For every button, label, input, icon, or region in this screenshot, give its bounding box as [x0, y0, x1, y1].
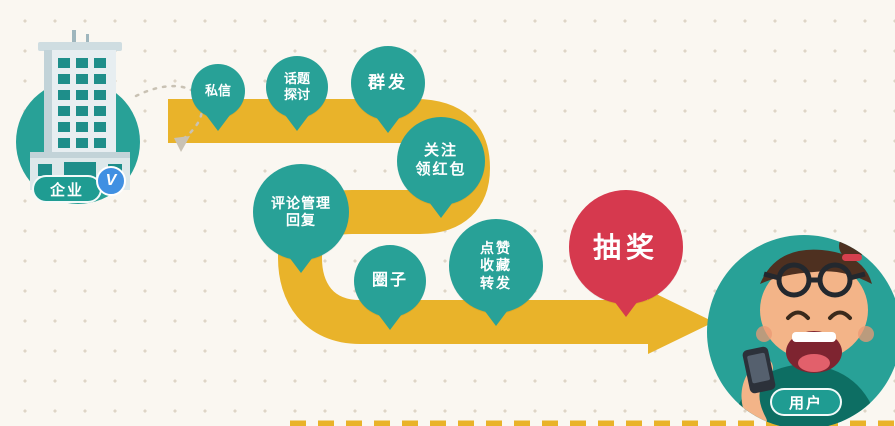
- pin-label: 评论管理 回复: [271, 194, 331, 229]
- verified-badge-icon: V: [96, 166, 126, 196]
- pin-circles: 圈子: [354, 245, 426, 317]
- pin-label: 群发: [368, 73, 408, 93]
- enterprise-label: 企业: [32, 175, 102, 203]
- pin-like-favorite-forward: 点赞 收藏 转发: [449, 219, 543, 313]
- pin-label: 关注 领红包: [415, 142, 467, 178]
- pin-label: 点赞 收藏 转发: [480, 239, 512, 291]
- pin-private-message: 私信: [191, 64, 245, 118]
- pin-label: 私信: [204, 82, 231, 98]
- pin-topic-discussion: 话题 探讨: [266, 56, 328, 118]
- user-label: 用户: [770, 388, 842, 416]
- pin-mass-send: 群发: [351, 46, 425, 120]
- pin-label: 圈子: [371, 272, 408, 289]
- pin-lottery: 抽奖: [569, 190, 683, 304]
- laughing-user-with-phone-icon: [707, 235, 895, 426]
- flow-arrowhead-icon: [648, 290, 714, 354]
- pin-comment-management: 评论管理 回复: [253, 164, 349, 260]
- dotted-connector-arrow-icon: [174, 136, 190, 152]
- pin-label: 抽奖: [592, 231, 659, 263]
- pin-follow-red-packet: 关注 领红包: [397, 117, 485, 205]
- pin-label: 话题 探讨: [283, 70, 310, 102]
